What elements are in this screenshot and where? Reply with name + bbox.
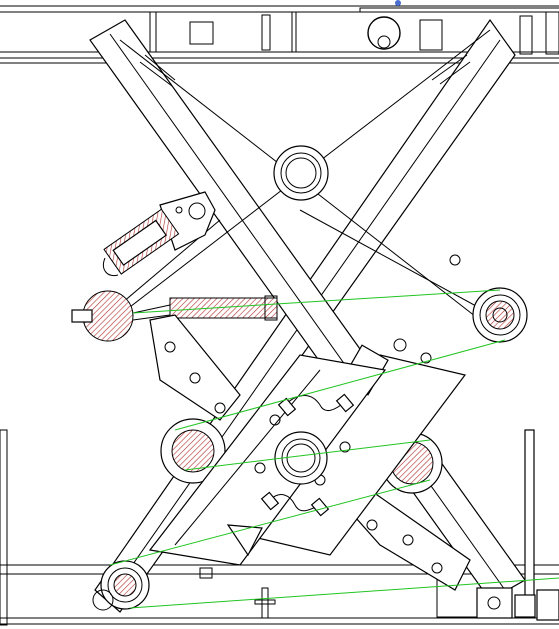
upper-left-bracket — [103, 191, 461, 277]
cable-lines — [109, 289, 559, 609]
pulley-upper-right — [472, 287, 528, 343]
center-pivot-lower — [274, 431, 328, 485]
center-pivot-upper — [273, 145, 329, 201]
guide-post-right — [476, 429, 559, 621]
top-frame — [0, 0, 559, 64]
pulley-lower-corner — [92, 560, 150, 611]
lower-linkage-left — [149, 314, 241, 421]
top-marker-dot — [395, 0, 401, 6]
left-hub — [71, 290, 278, 342]
